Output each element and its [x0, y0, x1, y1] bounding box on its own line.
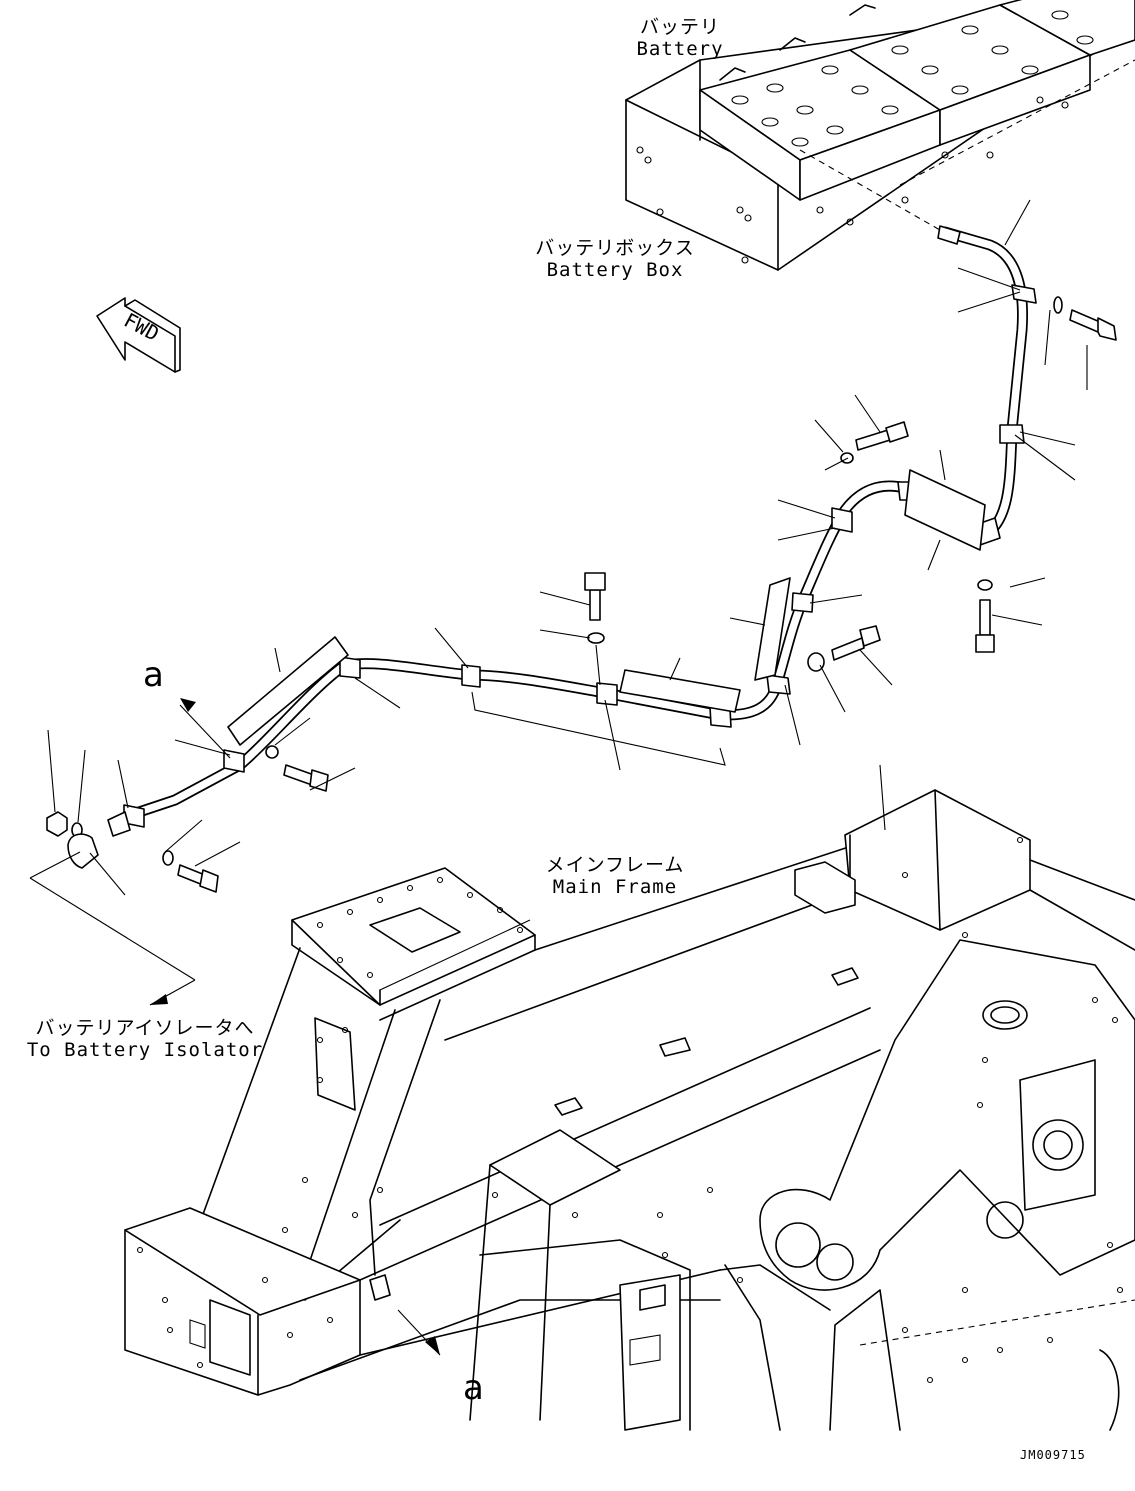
battery-cable: [124, 225, 1028, 821]
fwd-arrow: FWD: [96, 297, 181, 373]
terminal: [107, 811, 131, 837]
drawing-code: JM009715: [1020, 1448, 1086, 1462]
washer: [1053, 296, 1063, 314]
terminal-cover: [67, 833, 99, 869]
clamp: [461, 664, 481, 688]
clamp: [339, 656, 361, 679]
isolator-label-jp: バッテリアイソレータへ: [35, 1017, 255, 1039]
battery-box: [625, 0, 1135, 271]
isolator-label-en: To Battery Isolator: [26, 1038, 264, 1061]
protective-sleeves: [227, 469, 986, 766]
battery: [699, 0, 1135, 201]
battery-label-jp: バッテリ: [639, 16, 720, 38]
clamp: [999, 424, 1025, 444]
battery-box-label-jp: バッテリボックス: [535, 237, 695, 259]
bolt: [831, 625, 881, 661]
main-frame: [124, 764, 1135, 1431]
washer: [977, 579, 993, 591]
bolt: [177, 864, 219, 893]
main-frame-label-en: Main Frame: [552, 875, 678, 898]
bolt: [1069, 309, 1117, 341]
battery-label: バッテリ Battery: [625, 16, 735, 61]
detail-a-label-top: a: [143, 655, 164, 695]
battery-box-label-en: Battery Box: [546, 258, 684, 281]
bolt: [283, 764, 329, 792]
main-frame-label: メインフレーム Main Frame: [540, 854, 690, 899]
clamp: [766, 674, 791, 695]
washer: [162, 850, 174, 866]
washer: [807, 652, 825, 672]
bolt: [584, 572, 606, 621]
leader-arrowheads: [150, 698, 440, 1355]
clamp: [1011, 284, 1037, 304]
isolator-label: バッテリアイソレータへ To Battery Isolator: [15, 1017, 275, 1062]
clamp: [596, 682, 618, 706]
clamp: [831, 507, 853, 533]
clamp: [791, 592, 814, 613]
leader-lines: [29, 199, 1088, 1006]
bolt: [855, 421, 909, 451]
detail-a-label-bottom: a: [463, 1368, 484, 1408]
washer: [587, 632, 605, 644]
battery-box-label: バッテリボックス Battery Box: [535, 237, 695, 282]
clamp: [223, 749, 245, 773]
battery-label-en: Battery: [636, 37, 724, 60]
washer: [265, 745, 279, 759]
nut: [46, 811, 68, 837]
main-frame-label-jp: メインフレーム: [545, 854, 685, 876]
bolt: [975, 599, 995, 653]
fasteners: [46, 296, 1117, 893]
